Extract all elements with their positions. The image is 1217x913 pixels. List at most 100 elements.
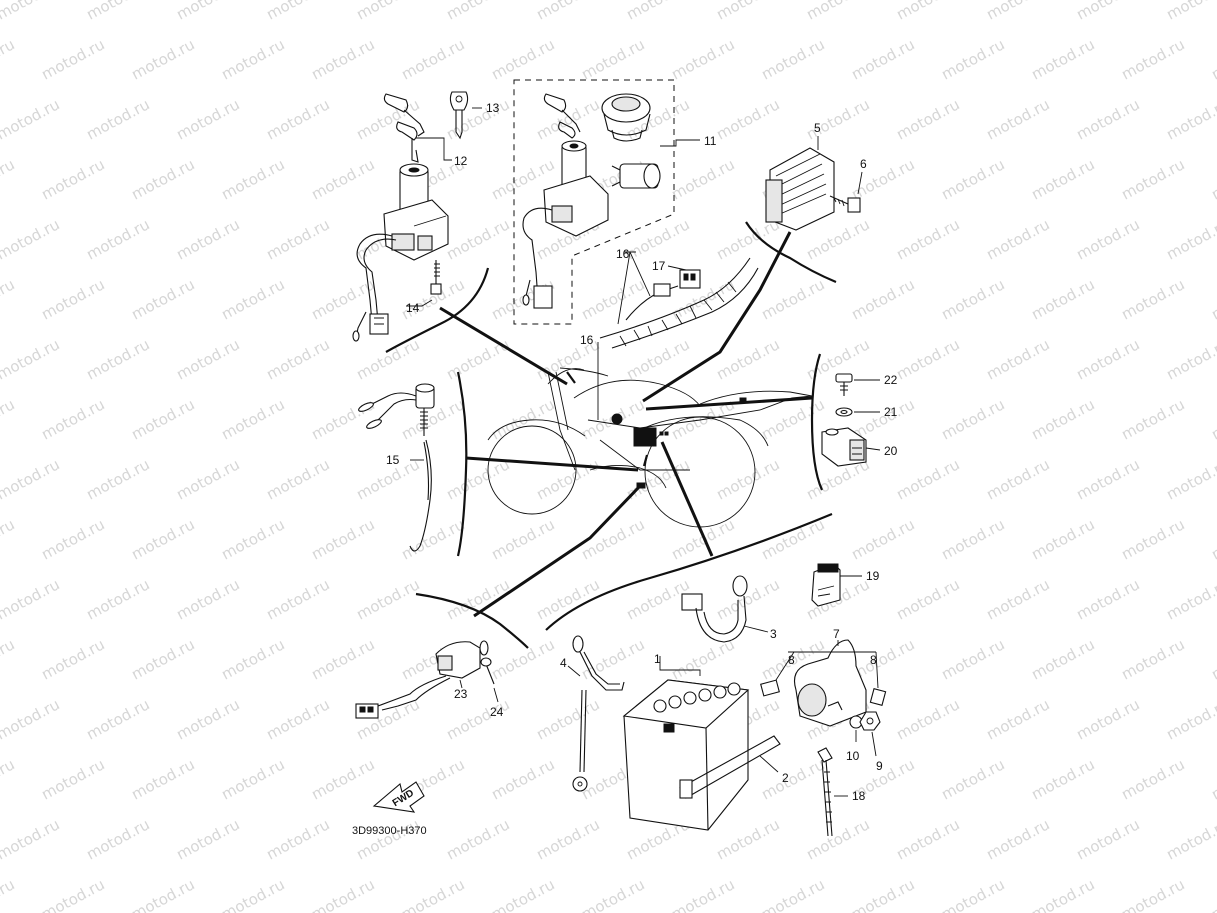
watermark-text: motod.ru [938, 875, 1007, 913]
watermark-text: motod.ru [938, 395, 1007, 443]
watermark-text: motod.ru [263, 215, 332, 263]
watermark-text: motod.ru [263, 575, 332, 623]
watermark-text: motod.ru [0, 275, 18, 323]
watermark-text: motod.ru [443, 455, 512, 503]
callout-16b: 16 [580, 333, 594, 347]
watermark-text: motod.ru [1163, 0, 1217, 24]
callout-3: 3 [770, 627, 777, 641]
watermark-text: motod.ru [443, 695, 512, 743]
watermark-text: motod.ru [938, 515, 1007, 563]
watermark-text: motod.ru [578, 275, 647, 323]
watermark-text: motod.ru [128, 875, 197, 913]
watermark-text: motod.ru [1208, 275, 1217, 323]
callout-15: 15 [386, 453, 400, 467]
watermark-text: motod.ru [893, 455, 962, 503]
watermark-text: motod.ru [353, 0, 422, 24]
watermark-text: motod.ru [83, 335, 152, 383]
watermark-text: motod.ru [128, 35, 197, 83]
callout-17: 17 [652, 259, 666, 273]
cable-tie [817, 747, 848, 837]
watermark-text: motod.ru [0, 695, 63, 743]
watermark-text: motod.ru [668, 635, 737, 683]
diagram-code: 3D99300-H370 [352, 825, 427, 837]
watermark-text: motod.ru [83, 575, 152, 623]
watermark-text: motod.ru [1163, 815, 1217, 863]
watermark-text: motod.ru [173, 575, 242, 623]
watermark-text: motod.ru [0, 815, 63, 863]
watermark-text: motod.ru [218, 275, 287, 323]
watermark-text: motod.ru [848, 155, 917, 203]
watermark-text: motod.ru [398, 875, 467, 913]
watermark-text: motod.ru [713, 215, 782, 263]
watermark-text: motod.ru [38, 395, 107, 443]
watermark-text: motod.ru [668, 155, 737, 203]
watermark-text: motod.ru [83, 215, 152, 263]
watermark-text: motod.ru [758, 755, 827, 803]
watermark-text: motod.ru [893, 0, 962, 24]
watermark-text: motod.ru [1073, 815, 1142, 863]
watermark-text: motod.ru [398, 35, 467, 83]
watermark-text: motod.ru [983, 0, 1052, 24]
watermark-text: motod.ru [1118, 875, 1187, 913]
watermark-text: motod.ru [578, 875, 647, 913]
watermark-text: motod.ru [488, 755, 557, 803]
watermark-text: motod.ru [443, 0, 512, 24]
watermark-text: motod.ru [713, 815, 782, 863]
watermark-text: motod.ru [713, 0, 782, 24]
watermark-text: motod.ru [938, 155, 1007, 203]
motorcycle-outline [487, 367, 813, 528]
watermark-text: motod.ru [1208, 155, 1217, 203]
watermark-text: motod.ru [848, 875, 917, 913]
battery [622, 656, 781, 831]
battery-cable [681, 575, 769, 643]
watermark-text: motod.ru [488, 35, 557, 83]
wire-harness-section [597, 251, 759, 420]
watermark-text: motod.ru [983, 695, 1052, 743]
watermark-text: motod.ru [1073, 455, 1142, 503]
watermark-text: motod.ru [713, 335, 782, 383]
watermark-text: motod.ru [263, 695, 332, 743]
watermark-text: motod.ru [938, 755, 1007, 803]
watermark-text: motod.ru [218, 875, 287, 913]
callout-20: 20 [884, 444, 898, 458]
watermark-text: motod.ru [353, 95, 422, 143]
watermark-text: motod.ru [83, 455, 152, 503]
watermark-text: motod.ru [218, 515, 287, 563]
watermark-text: motod.ru [848, 275, 917, 323]
callout-23: 23 [454, 687, 468, 701]
callout-24: 24 [490, 705, 504, 719]
watermark-text: motod.ru [398, 515, 467, 563]
watermark-text: motod.ru [1163, 695, 1217, 743]
callout-7: 7 [833, 627, 840, 641]
relay-assembly [821, 373, 881, 467]
watermark-text: motod.ru [128, 755, 197, 803]
watermark-text: motod.ru [128, 395, 197, 443]
watermark-text: motod.ru [623, 455, 692, 503]
watermark-text: motod.ru [83, 95, 152, 143]
watermark-text: motod.ru [0, 155, 18, 203]
watermark-text: motod.ru [983, 815, 1052, 863]
watermark-text: motod.ru [893, 575, 962, 623]
watermark-text: motod.ru [83, 695, 152, 743]
watermark-text: motod.ru [1028, 35, 1097, 83]
watermark-text: motod.ru [173, 815, 242, 863]
watermark-text: motod.ru [263, 815, 332, 863]
watermark-text: motod.ru [1028, 875, 1097, 913]
watermark-text: motod.ru [1118, 635, 1187, 683]
watermark-text: motod.ru [803, 815, 872, 863]
callout-6: 6 [860, 157, 867, 171]
watermark-text: motod.ru [578, 35, 647, 83]
callout-16a: 16 [616, 247, 630, 261]
watermark-text: motod.ru [0, 95, 63, 143]
watermark-text: motod.ru [443, 815, 512, 863]
watermark-text: motod.ru [893, 95, 962, 143]
callout-4: 4 [560, 656, 567, 670]
watermark-text: motod.ru [1073, 335, 1142, 383]
watermark-text: motod.ru [218, 635, 287, 683]
watermark-text: motod.ru [0, 215, 63, 263]
rectifier-regulator [765, 136, 863, 231]
watermark-text: motod.ru [488, 515, 557, 563]
watermark-text: motod.ru [983, 455, 1052, 503]
watermark-text: motod.ru [173, 695, 242, 743]
watermark-text: motod.ru [848, 515, 917, 563]
